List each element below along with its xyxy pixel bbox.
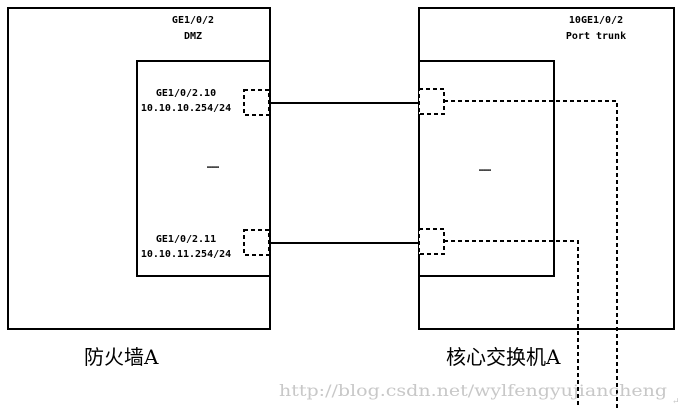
firewall-label: 防火墙A <box>84 345 159 369</box>
firewall-a: GE1/0/2 DMZ GE1/0/2.10 10.10.10.254/24 …… <box>7 7 271 369</box>
firewall-subif-2-ip: 10.10.11.254/24 <box>141 249 231 260</box>
firewall-outer-box <box>7 7 271 330</box>
firewall-port-name: GE1/0/2 <box>172 15 214 26</box>
switch-ellipsis: …… <box>479 163 491 174</box>
firewall-subif-1-ip: 10.10.10.254/24 <box>141 103 231 114</box>
switch-outer-box <box>418 7 675 330</box>
firewall-subif-2-name: GE1/0/2.11 <box>156 234 216 245</box>
trunk-line-1 <box>444 100 618 408</box>
firewall-subif-1-port <box>243 89 270 116</box>
trunk-line-2 <box>444 240 579 408</box>
firewall-subif-2-port <box>243 229 270 256</box>
switch-port-name: 10GE1/0/2 <box>569 15 623 26</box>
firewall-port-zone: DMZ <box>184 31 202 42</box>
core-switch-a: 10GE1/0/2 Port trunk …… 核心交换机A <box>418 7 675 369</box>
corner-mark: ↵ <box>672 397 680 407</box>
firewall-inner-box <box>136 60 271 277</box>
firewall-subif-1-name: GE1/0/2.10 <box>156 88 216 99</box>
switch-label: 核心交换机A <box>446 345 561 369</box>
watermark-url: http://blog.csdn.net/wylfengyujiancheng <box>279 381 667 400</box>
switch-port-1 <box>418 88 445 115</box>
switch-inner-box <box>418 60 555 277</box>
switch-port-mode: Port trunk <box>566 31 626 42</box>
firewall-ellipsis: …… <box>207 160 219 171</box>
switch-port-2 <box>418 228 445 255</box>
